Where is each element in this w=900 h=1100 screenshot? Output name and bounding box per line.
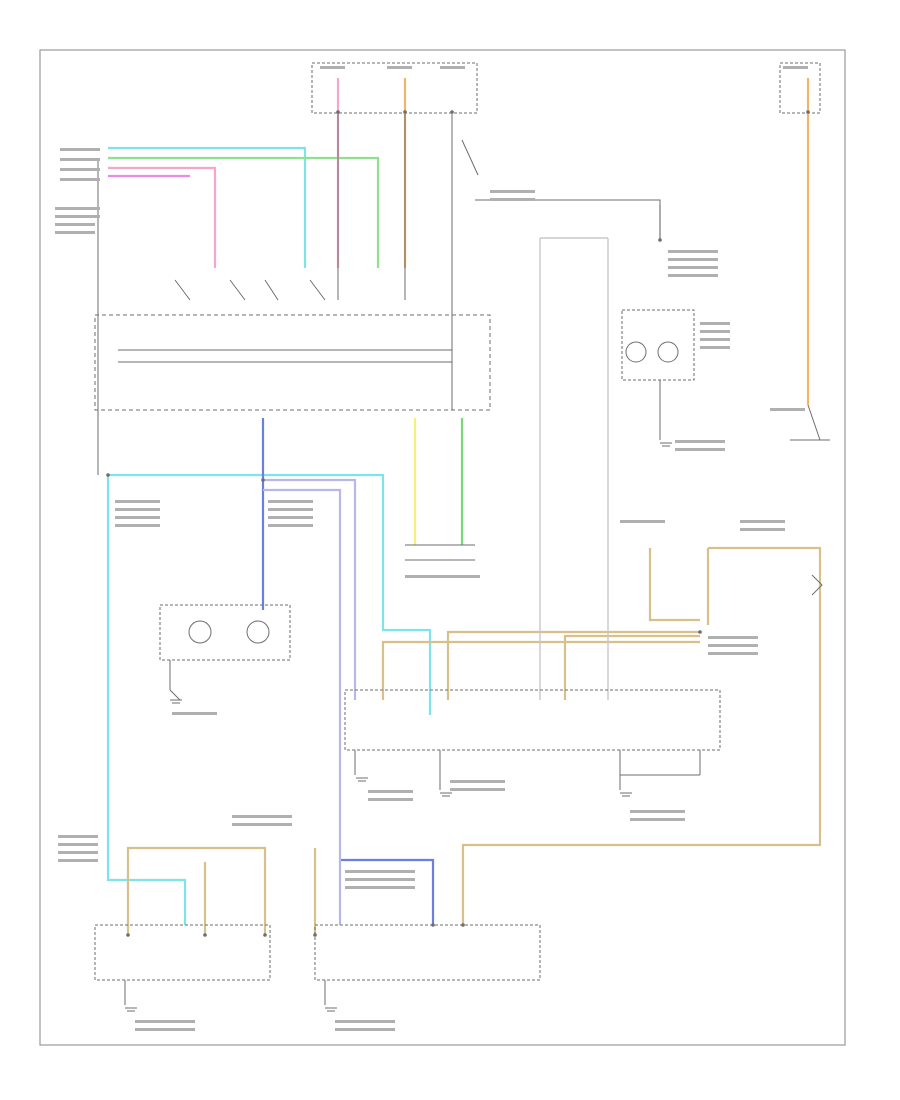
colored-wires	[106, 78, 822, 935]
wire-tan-left	[126, 846, 267, 935]
fuse-block-top-right	[779, 62, 821, 114]
wire-light-blue-main	[106, 146, 432, 925]
switch-internal-bus	[118, 250, 453, 410]
black-wiring	[94, 62, 830, 1012]
vertical-feed-wires	[97, 112, 661, 475]
wire-gray-long	[539, 205, 661, 700]
ip-lamp-2	[246, 620, 270, 644]
wire-blue-lower	[340, 858, 435, 925]
label-marks	[55, 66, 808, 1031]
relay-lamp-1	[625, 341, 647, 363]
wire-light-green-main	[108, 156, 380, 268]
wire-pink	[108, 78, 340, 268]
ground-symbols	[125, 442, 672, 1012]
ip-lamp-outline	[159, 604, 291, 661]
relay-lamp-2	[657, 341, 679, 363]
connector-pins	[106, 110, 810, 937]
wire-lavender	[263, 478, 357, 925]
diagram-frame	[39, 49, 846, 1046]
fuse-block-top-left	[311, 62, 478, 114]
front-right-lamp-box	[314, 924, 541, 981]
wire-tan-right	[381, 546, 822, 925]
relay-outline	[621, 309, 695, 381]
trailer-connector	[405, 544, 823, 596]
rear-cluster-box	[344, 689, 721, 751]
front-left-lamp-box	[94, 924, 271, 981]
ip-lamp-1	[188, 620, 212, 644]
headlamp-switch-outline	[94, 314, 491, 411]
